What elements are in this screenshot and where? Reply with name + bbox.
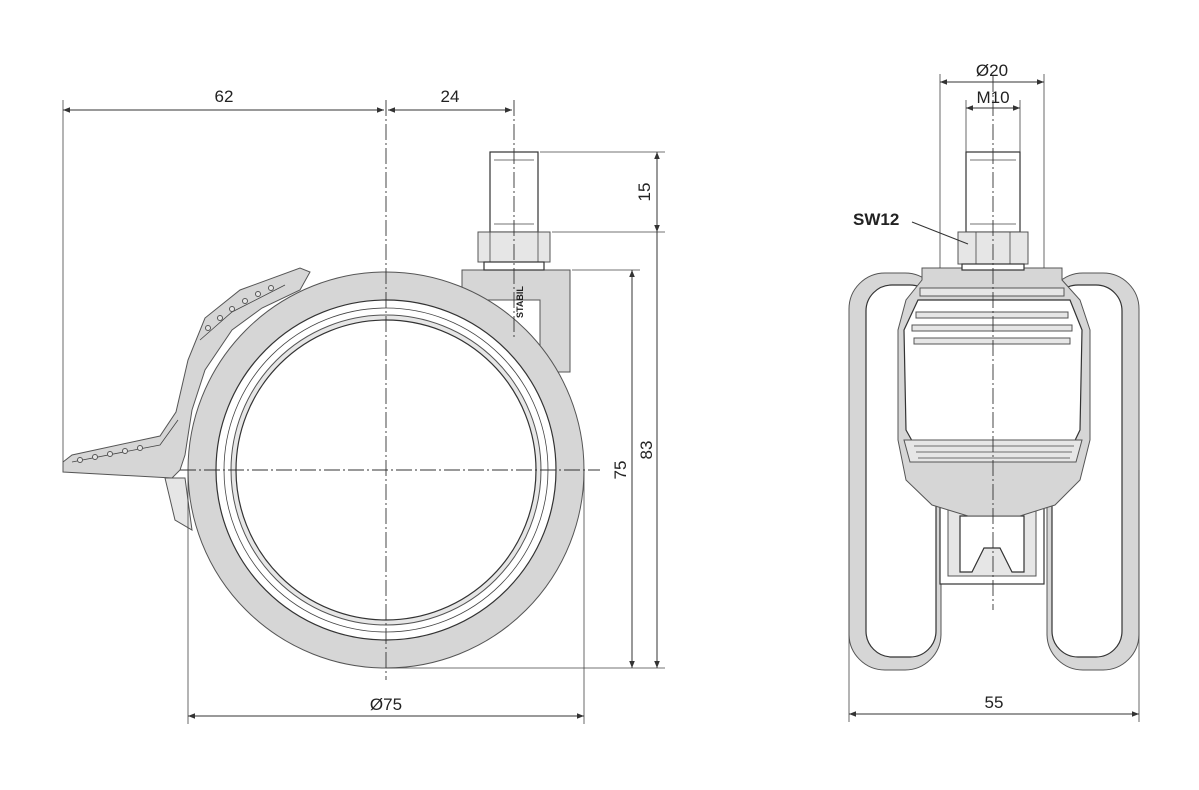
wrench-size-callout: SW12 (853, 210, 969, 245)
dimension-75: 75 (386, 269, 640, 669)
dimension-83: 83 (637, 232, 665, 669)
dimension-62-24: 62 24 (62, 87, 512, 462)
housing-front (897, 267, 1091, 517)
dimension-55: 55 (848, 470, 1140, 722)
dim-55-text: 55 (985, 693, 1004, 712)
dim-diameter-75-text: Ø75 (370, 695, 402, 714)
dimension-diameter-20: Ø20 (939, 61, 1045, 268)
dim-75-text: 75 (611, 461, 630, 480)
front-view: Ø20 M10 SW12 55 (848, 61, 1140, 722)
side-view: STABIL 62 24 15 75 (62, 87, 665, 724)
sw12-label: SW12 (853, 210, 899, 229)
dimension-15: 15 (540, 151, 665, 233)
dim-15-text: 15 (635, 183, 654, 202)
dimension-m10: M10 (965, 88, 1021, 152)
dim-62-text: 62 (215, 87, 234, 106)
dim-m10-text: M10 (976, 88, 1009, 107)
pedal-grip (77, 285, 274, 463)
dim-83-text: 83 (637, 441, 656, 460)
dim-24-text: 24 (441, 87, 460, 106)
brand-label: STABIL (515, 286, 525, 318)
dimension-diameter-75: Ø75 (187, 470, 585, 724)
dim-diameter-20-text: Ø20 (976, 61, 1008, 80)
